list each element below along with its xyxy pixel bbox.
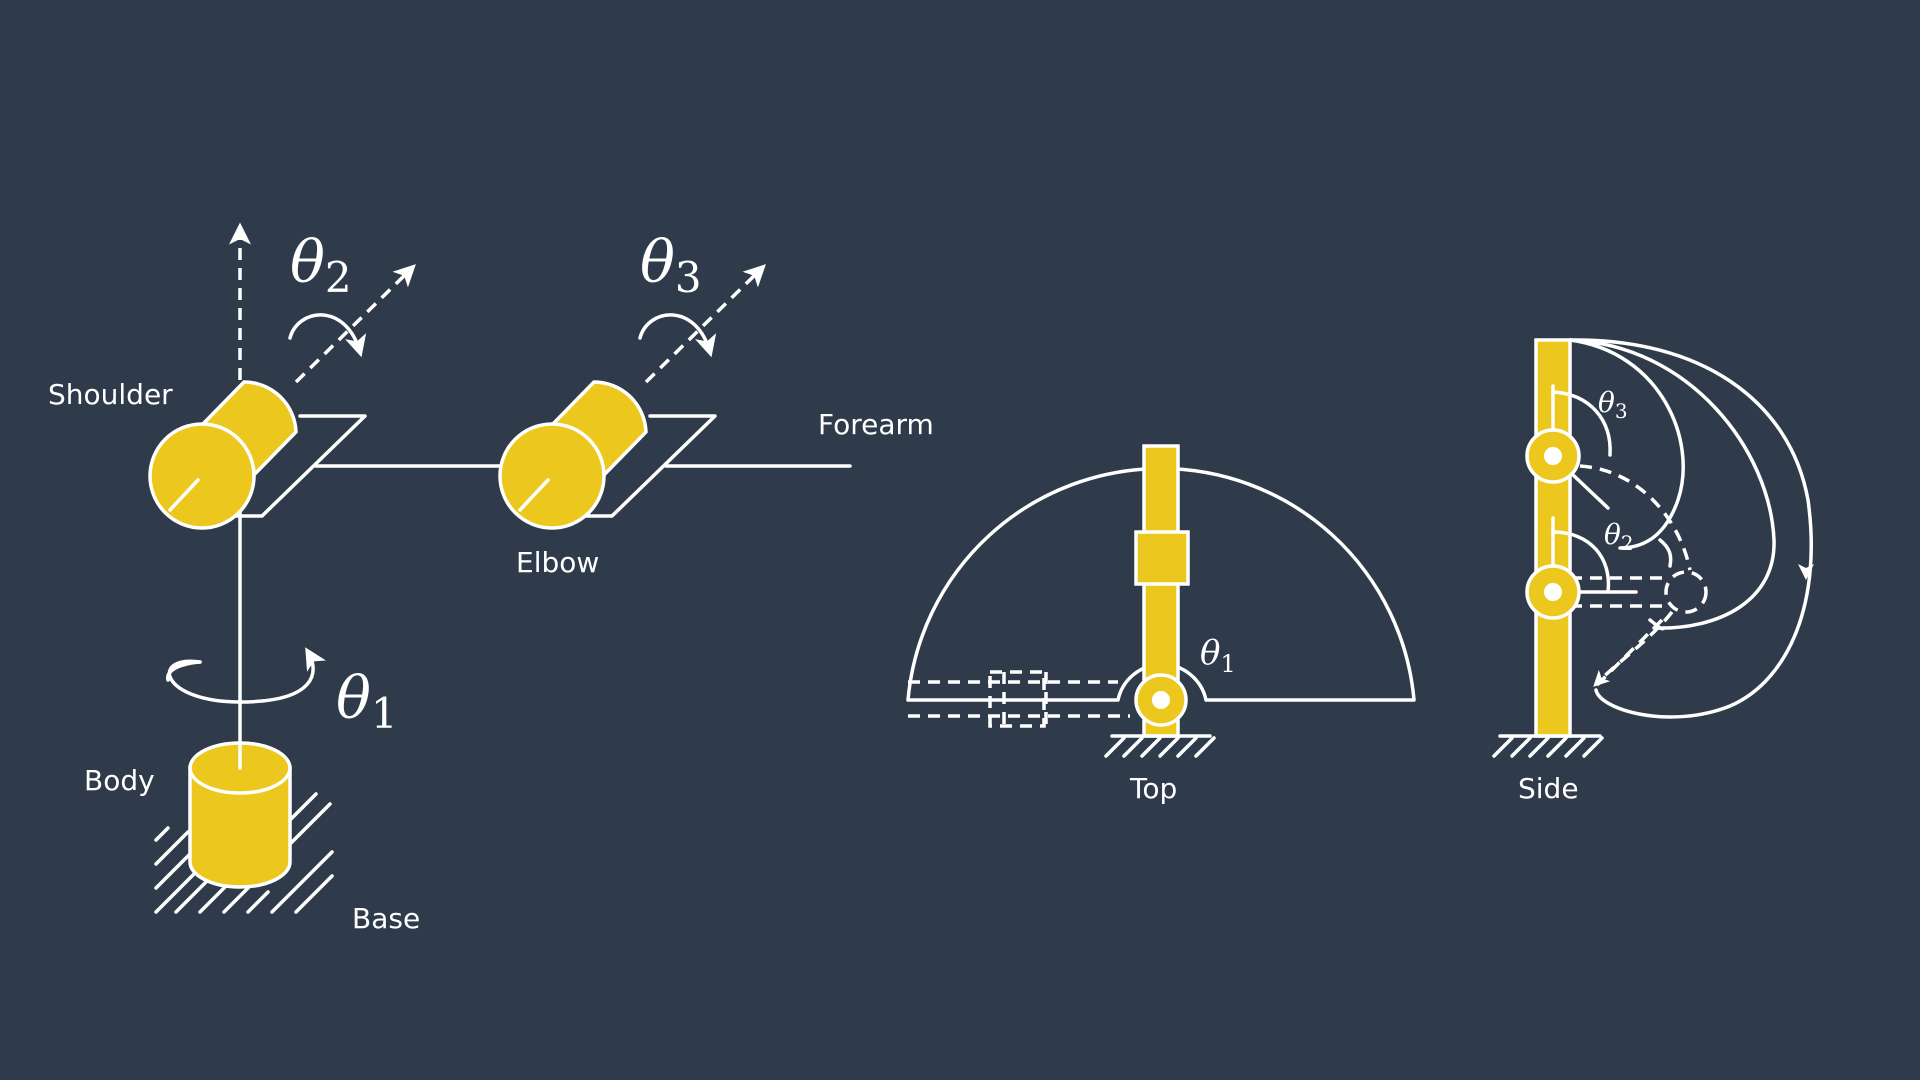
side-theta3-label: θ3 [1598, 386, 1628, 423]
elbow-axis [644, 264, 766, 384]
side-label: Side [1518, 772, 1579, 805]
side-dashed-circle [1664, 570, 1708, 614]
side-workspace-outer [1568, 338, 1813, 719]
base-label: Base [352, 902, 420, 935]
side-view: θ3 θ2 Side [1492, 338, 1814, 805]
theta2-angle-arc [1551, 530, 1611, 594]
theta3-rotation-arrow [638, 313, 717, 358]
side-workspace-mid [1568, 338, 1776, 630]
shoulder-label: Shoulder [48, 378, 173, 411]
theta3-angle-arc [1551, 390, 1612, 457]
side-dashed-arc-2 [1593, 610, 1674, 687]
top-view-joint-center [1152, 691, 1170, 709]
theta3-label: θ3 [640, 228, 702, 302]
side-view-ground [1492, 734, 1604, 758]
elbow-label: Elbow [516, 546, 599, 579]
side-shoulder-joint-center [1544, 583, 1562, 601]
top-view-dashed-arm [908, 670, 1130, 728]
top-view-ground [1104, 734, 1216, 758]
theta1-rotation-arrow [167, 647, 326, 704]
top-theta1-label: θ1 [1200, 633, 1236, 678]
robot-arm-3d-view: θ1 θ2 [48, 222, 934, 935]
side-small-arc-2 [1648, 618, 1666, 631]
side-workspace-inner [1568, 338, 1685, 550]
shoulder-axis [294, 264, 416, 384]
side-dashed-arc-1 [1579, 464, 1692, 571]
top-view-slider [1134, 530, 1190, 586]
theta1-label: θ1 [336, 664, 398, 738]
elbow-joint [498, 380, 648, 530]
side-dashed-diagonal [1594, 618, 1664, 688]
forearm-label: Forearm [818, 408, 934, 441]
side-small-arc [1658, 538, 1673, 568]
top-label: Top [1129, 772, 1177, 805]
theta1-rotation-arc [166, 660, 202, 682]
top-view: θ1 Top [906, 444, 1416, 805]
theta2-rotation-arrow [288, 313, 367, 358]
side-elbow-joint-center [1544, 447, 1562, 465]
side-theta2-label: θ2 [1604, 518, 1634, 555]
body-label: Body [84, 764, 155, 797]
shoulder-joint [148, 380, 298, 530]
theta2-label: θ2 [290, 228, 352, 302]
